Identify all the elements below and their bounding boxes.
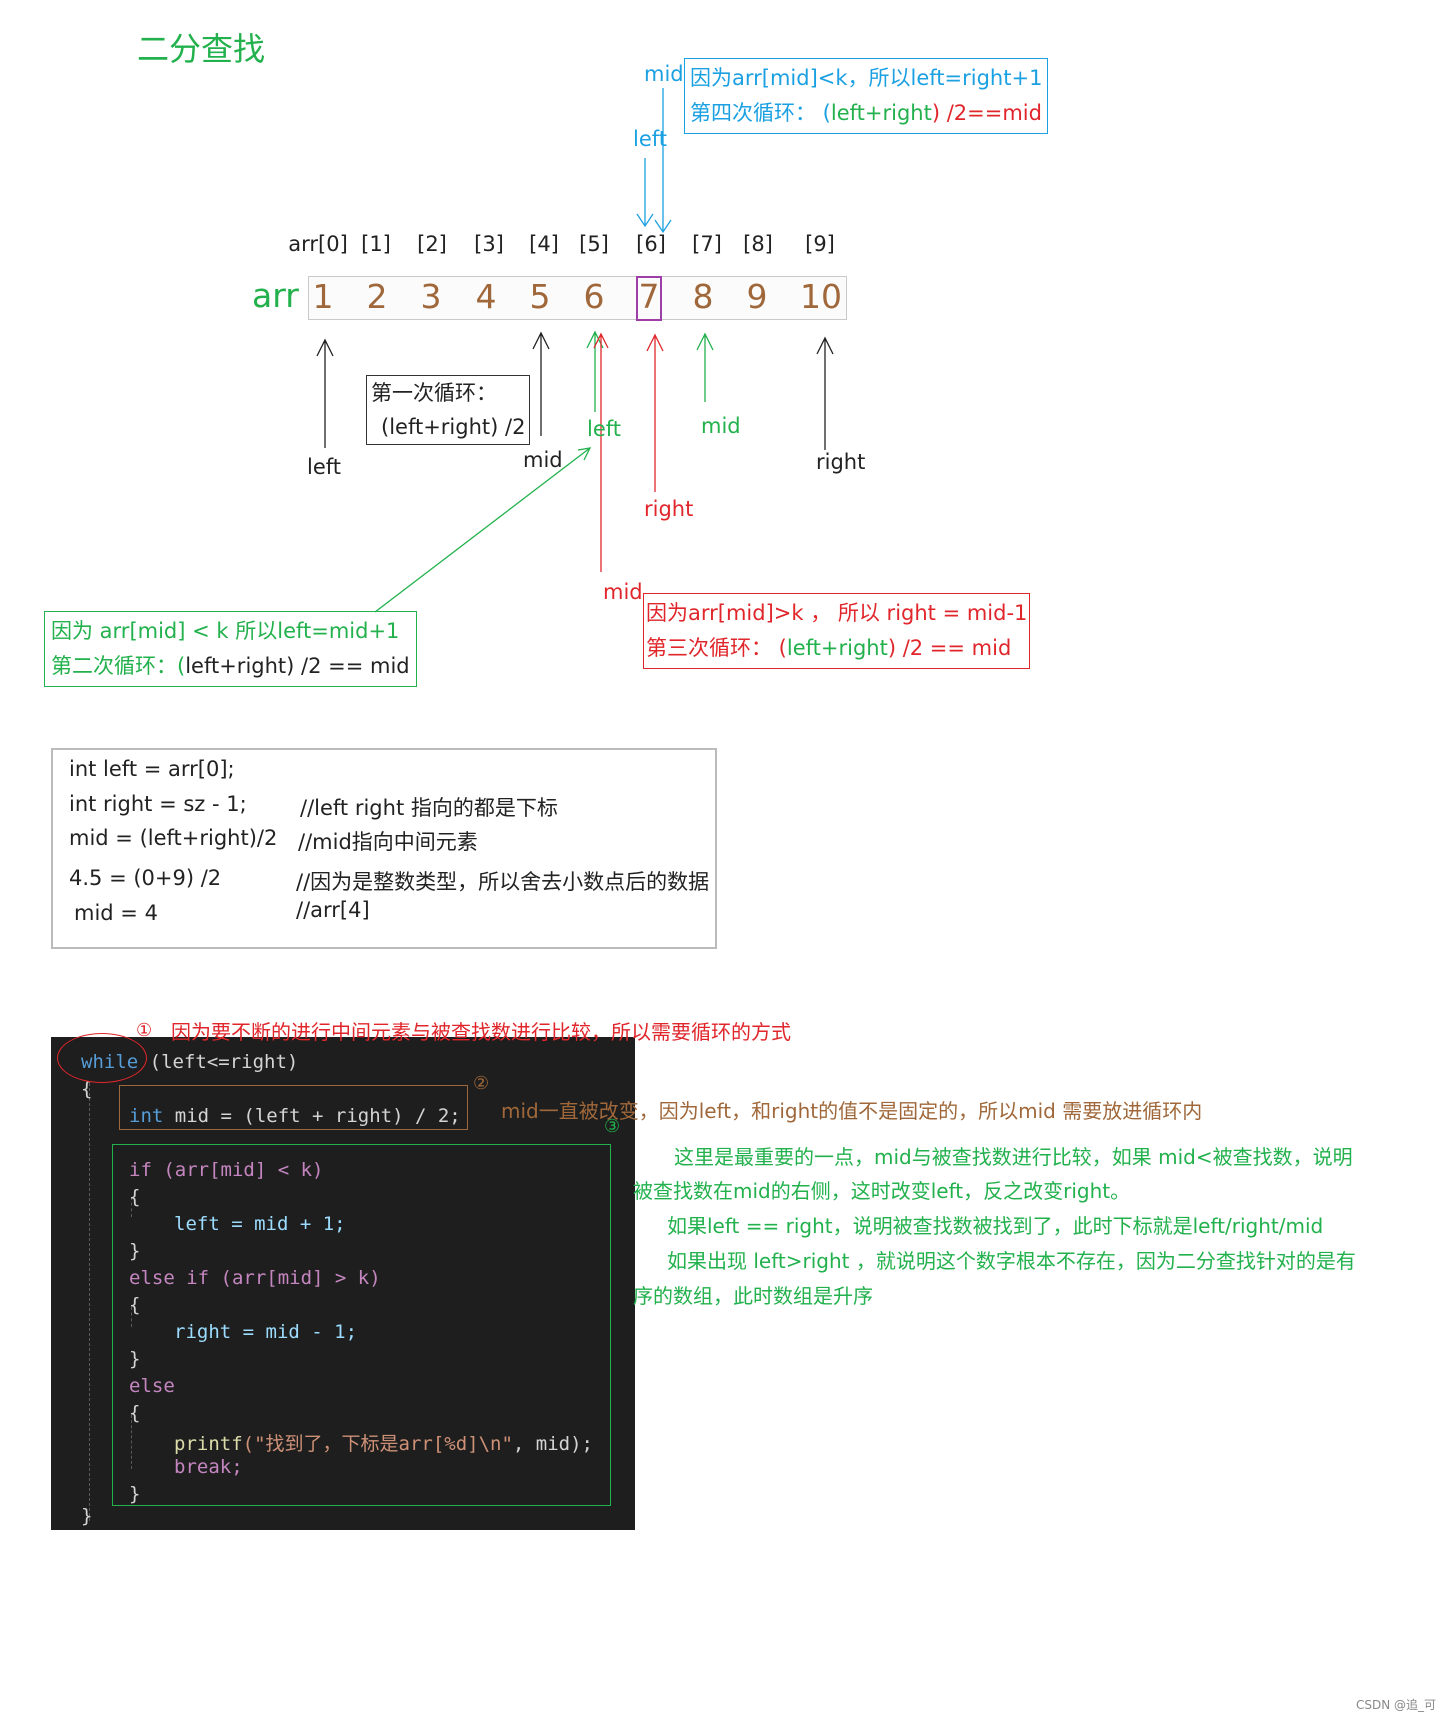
- code-line: {: [129, 1294, 141, 1316]
- index-label: [8]: [743, 232, 773, 256]
- code-line: }: [129, 1348, 141, 1370]
- pointer-label-left: left: [587, 417, 622, 441]
- code-line: right = mid - 1;: [174, 1321, 358, 1343]
- code-line: else: [129, 1375, 175, 1397]
- index-label: [5]: [579, 232, 609, 256]
- index-label: arr[0]: [288, 232, 348, 256]
- index-label: [1]: [361, 232, 391, 256]
- annotation-3-line: 被查找数在mid的右侧，这时改变left，反之改变right。: [633, 1179, 1131, 1203]
- code-line: left = mid + 1;: [174, 1213, 346, 1235]
- info-code: int right = sz - 1;: [69, 792, 247, 816]
- annotation-2: mid一直被改变，因为left，和right的值不是固定的，所以mid 需要放进…: [501, 1099, 1203, 1123]
- info-code: int left = arr[0];: [69, 757, 235, 781]
- array-value: 10: [800, 277, 842, 316]
- while-highlight: [57, 1033, 147, 1083]
- info-code: mid = 4: [74, 901, 158, 925]
- pointer-label-mid: mid: [603, 580, 643, 604]
- info-comment: //mid指向中间元素: [298, 830, 478, 854]
- step4-note: 因为arr[mid]<k，所以left=right+1 第四次循环： (left…: [684, 58, 1049, 134]
- pointer-label-mid: mid: [701, 414, 741, 438]
- code-line: if (arr[mid] < k): [129, 1159, 324, 1181]
- code-line: {: [81, 1078, 93, 1100]
- marker-1: ①: [136, 1020, 153, 1041]
- pointer-label-left: left: [307, 455, 342, 479]
- step4-note-line1: 因为arr[mid]<k，所以left=right+1: [690, 66, 1043, 90]
- code-line: break;: [174, 1456, 243, 1478]
- code-line: else if (arr[mid] > k): [129, 1267, 381, 1289]
- marker-2: ②: [473, 1073, 490, 1094]
- info-comment: //arr[4]: [296, 898, 370, 922]
- step2-note: 因为 arr[mid] < k 所以left=mid+1 第二次循环：(left…: [44, 611, 417, 687]
- index-label: [9]: [805, 232, 835, 256]
- array-value: 6: [583, 277, 605, 316]
- array-value: 4: [475, 277, 497, 316]
- step3-note-line1: 因为arr[mid]>k ， 所以 right = mid-1: [646, 601, 1028, 625]
- array-name: arr: [252, 276, 299, 315]
- annotation-3-line: 如果出现 left>right ，就说明这个数字根本不存在，因为二分查找针对的是…: [667, 1249, 1356, 1273]
- marker-3: ③: [604, 1116, 621, 1137]
- code-line: }: [81, 1505, 93, 1527]
- index-label: [7]: [692, 232, 722, 256]
- step1-note: 第一次循环： (left+right) /2: [366, 375, 531, 445]
- annotation-3-line: 如果left == right，说明被查找数被找到了，此时下标就是left/ri…: [667, 1214, 1324, 1238]
- page-title: 二分查找: [137, 30, 266, 68]
- highlight-box: [636, 276, 662, 321]
- code-block: while (left<=right) { int mid = (left + …: [51, 1037, 635, 1530]
- variables-box: [51, 748, 717, 949]
- info-comment: //因为是整数类型，所以舍去小数点后的数据: [296, 870, 710, 894]
- step3-note: 因为arr[mid]>k ， 所以 right = mid-1 第三次循环： (…: [643, 593, 1031, 669]
- compare-block-highlight: [112, 1144, 611, 1506]
- code-line: {: [129, 1402, 141, 1424]
- array-value: 1: [312, 277, 334, 316]
- mid-decl-highlight: [119, 1085, 468, 1130]
- step1-note-line1: 第一次循环：: [371, 381, 497, 405]
- info-code: mid = (left+right)/2: [69, 826, 278, 850]
- step3-note-line2: 第三次循环： (left+right) /2 == mid: [646, 636, 1012, 660]
- pointer-label-mid: mid: [523, 448, 563, 472]
- watermark: CSDN @追_可: [1355, 1698, 1436, 1712]
- index-label: [6]: [636, 232, 666, 256]
- code-line: }: [129, 1240, 141, 1262]
- array-value: 3: [420, 277, 442, 316]
- annotation-3-line: 序的数组，此时数组是升序: [633, 1284, 873, 1308]
- pointer-label-mid: mid: [644, 62, 684, 86]
- array-value: 5: [529, 277, 551, 316]
- annotation-1: 因为要不断的进行中间元素与被查找数进行比较，所以需要循环的方式: [171, 1020, 791, 1044]
- code-line: printf("找到了，下标是arr[%d]\n", mid);: [174, 1433, 593, 1455]
- index-label: [2]: [417, 232, 447, 256]
- index-label: [4]: [529, 232, 559, 256]
- info-code: 4.5 = (0+9) /2: [69, 866, 222, 890]
- pointer-label-right: right: [816, 450, 866, 474]
- step4-note-line2: 第四次循环： (left+right) /2==mid: [690, 101, 1042, 125]
- array-value: 7: [638, 277, 660, 316]
- array-value: 2: [366, 277, 388, 316]
- pointer-label-right: right: [644, 497, 694, 521]
- step2-note-line1: 因为 arr[mid] < k 所以left=mid+1: [51, 619, 400, 643]
- code-line: {: [129, 1186, 141, 1208]
- array-value: 9: [746, 277, 768, 316]
- code-line: }: [129, 1483, 141, 1505]
- info-comment: //left right 指向的都是下标: [300, 796, 558, 820]
- step1-note-line2: (left+right) /2: [381, 415, 526, 439]
- array-box: [308, 276, 847, 320]
- code-line: int mid = (left + right) / 2;: [129, 1105, 461, 1127]
- pointer-label-left: left: [633, 127, 668, 151]
- step2-note-line2: 第二次循环：(left+right) /2 == mid: [51, 654, 410, 678]
- array-value: 8: [692, 277, 714, 316]
- index-label: [3]: [474, 232, 504, 256]
- annotation-3-line: 这里是最重要的一点，mid与被查找数进行比较，如果 mid<被查找数，说明: [674, 1145, 1353, 1169]
